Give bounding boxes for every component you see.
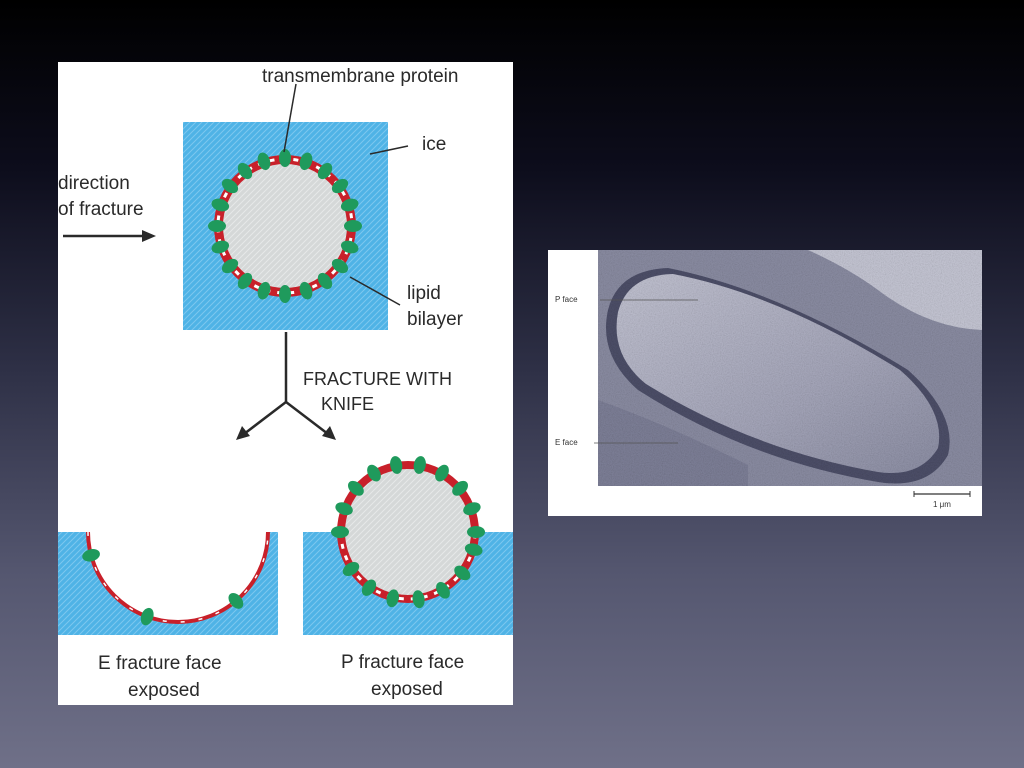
knife-arrow-left [243,401,287,435]
protein-particle [257,281,271,300]
ice-block-e-face [58,532,278,635]
protein-particle [221,258,239,274]
protein-particle [452,480,468,496]
protein-particle [299,152,313,171]
label-e-face-line1: E fracture face [98,653,222,674]
micrograph-panel: P face E face 1 μm [548,250,982,516]
protein-particle [454,565,471,581]
protein-particle [211,198,230,212]
protein-particle [331,526,349,538]
p-face-interior [345,469,471,595]
label-fracture-line1: FRACTURE WITH [303,369,452,389]
transmembrane-proteins-top [208,149,362,303]
label-fracture-line2: KNIFE [321,394,375,414]
protein-particle [361,579,377,596]
label-lipid-line1: lipid [407,283,441,304]
label-e-face: E face [555,438,578,447]
micrograph-image [594,250,982,497]
diagram-drawing [58,83,513,635]
label-lipid-line2: bilayer [407,309,463,330]
protein-particle [463,502,481,516]
protein-particle [331,258,349,274]
upper-right-cell-fragment [808,250,982,330]
protein-particle [279,149,291,167]
label-direction-line2: of fracture [58,199,144,220]
label-transmembrane-protein: transmembrane protein [262,66,459,87]
protein-particle [348,480,364,496]
protein-particle [221,178,239,194]
label-scale: 1 μm [933,500,951,509]
protein-particle [335,502,353,516]
protein-particle [340,198,359,212]
label-direction-line1: direction [58,173,130,194]
protein-particle [467,526,485,538]
protein-particle [412,590,425,609]
lipid-leader-line [349,276,401,306]
protein-particle [340,240,359,254]
knife-arrow-right [285,401,329,435]
protein-particle [317,272,333,290]
protein-particle [211,240,230,254]
protein-particle [436,581,450,599]
protein-particle [228,593,244,609]
protein-particle [299,281,313,300]
knife-arrowhead-right [322,426,336,440]
protein-particle [367,464,381,482]
proteins-p-face [331,456,485,609]
protein-particle [464,543,483,556]
protein-leader-line [283,83,297,153]
protein-particle [140,607,154,626]
e-face-membrane [86,531,270,624]
label-e-face-line2: exposed [128,680,200,701]
protein-particle [317,162,333,180]
label-ice: ice [422,134,447,155]
label-p-face-line2: exposed [371,679,443,700]
label-p-face-line1: P fracture face [341,652,465,673]
knife-arrowhead-left [236,426,250,440]
protein-particle [237,162,253,180]
label-p-face: P face [555,295,578,304]
protein-particle [279,285,291,303]
vesicle-interior [223,164,347,288]
protein-particle [386,589,399,608]
protein-particle [390,456,403,474]
direction-arrowhead [142,230,156,242]
freeze-fracture-diagram: transmembrane protein ice direction of f… [58,62,513,705]
proteins-e-face [82,549,244,626]
protein-particle [435,464,449,482]
protein-particle [208,220,226,232]
protein-particle [82,549,100,562]
protein-particle [342,561,360,577]
protein-particle [331,178,349,194]
ice-leader-line [369,145,409,155]
protein-particle [344,220,362,232]
rod-cell-p-face [616,274,940,473]
protein-particle [257,152,271,171]
protein-particle [413,456,426,474]
protein-particle [237,272,253,290]
